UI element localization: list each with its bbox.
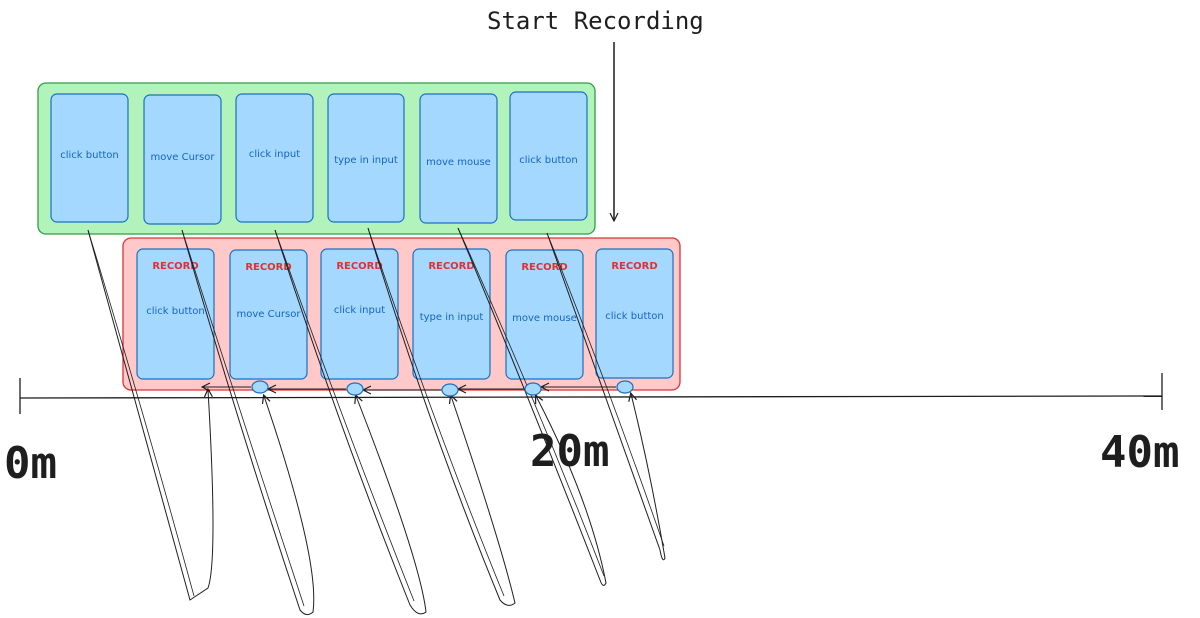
action-card-label: click input <box>249 149 300 160</box>
connector-curve <box>546 232 666 561</box>
timeline-label-start: 0m <box>4 438 57 489</box>
timeline-axis <box>19 395 1163 399</box>
event-dot-icon <box>251 380 269 394</box>
recorded-card: RECORD move mouse <box>505 249 584 380</box>
recorded-card-label: type in input <box>420 312 484 323</box>
connector-curve-sketch <box>87 229 195 597</box>
recorded-card: RECORD click button <box>595 248 674 379</box>
action-card-label: click button <box>519 155 578 166</box>
connector-curve-sketch <box>546 232 665 547</box>
connector-curve-sketch <box>181 229 305 607</box>
recorded-card: RECORD click button <box>136 248 215 380</box>
timeline-label-mid: 20m <box>530 426 609 477</box>
recorded-card: RECORD type in input <box>412 248 491 380</box>
record-label: RECORD <box>245 262 291 273</box>
connector-curve-sketch <box>274 229 415 602</box>
record-label: RECORD <box>152 261 198 272</box>
action-card-label: click button <box>60 150 119 161</box>
action-card: click input <box>235 93 314 223</box>
event-dot-icon <box>441 383 459 397</box>
diagram-title: Start Recording <box>487 7 704 35</box>
connector-curve <box>274 229 427 615</box>
recorded-card: RECORD click input <box>320 248 399 380</box>
record-label: RECORD <box>336 261 382 272</box>
action-card-label: type in input <box>334 155 398 166</box>
event-dot-icon <box>524 382 542 396</box>
event-dot-icon <box>346 382 364 396</box>
action-card: click button <box>50 93 129 223</box>
action-card: move mouse <box>419 93 498 224</box>
record-label: RECORD <box>521 262 567 273</box>
record-label: RECORD <box>428 261 474 272</box>
timeline-label-end: 40m <box>1100 427 1179 478</box>
event-dot-icon <box>616 380 634 394</box>
recorded-card-label: click button <box>146 306 205 317</box>
connector-curve <box>181 229 315 616</box>
action-card: click button <box>509 91 588 221</box>
connector-curve <box>367 227 516 606</box>
connector-curve-sketch <box>367 227 505 597</box>
record-label: RECORD <box>611 261 657 272</box>
recorded-card-label: move Cursor <box>237 309 302 320</box>
connector-curve <box>87 229 214 601</box>
action-card-label: move Cursor <box>151 152 216 163</box>
recorded-card-label: click input <box>334 305 385 316</box>
action-card-label: move mouse <box>426 157 491 168</box>
action-card: move Cursor <box>143 94 222 225</box>
connector-curve-sketch <box>457 227 605 577</box>
action-card: type in input <box>327 93 405 223</box>
recorded-card: RECORD move Cursor <box>229 249 308 380</box>
connector-curve <box>457 227 607 586</box>
recorded-card-label: move mouse <box>512 313 577 324</box>
recorded-card-label: click button <box>605 311 664 322</box>
